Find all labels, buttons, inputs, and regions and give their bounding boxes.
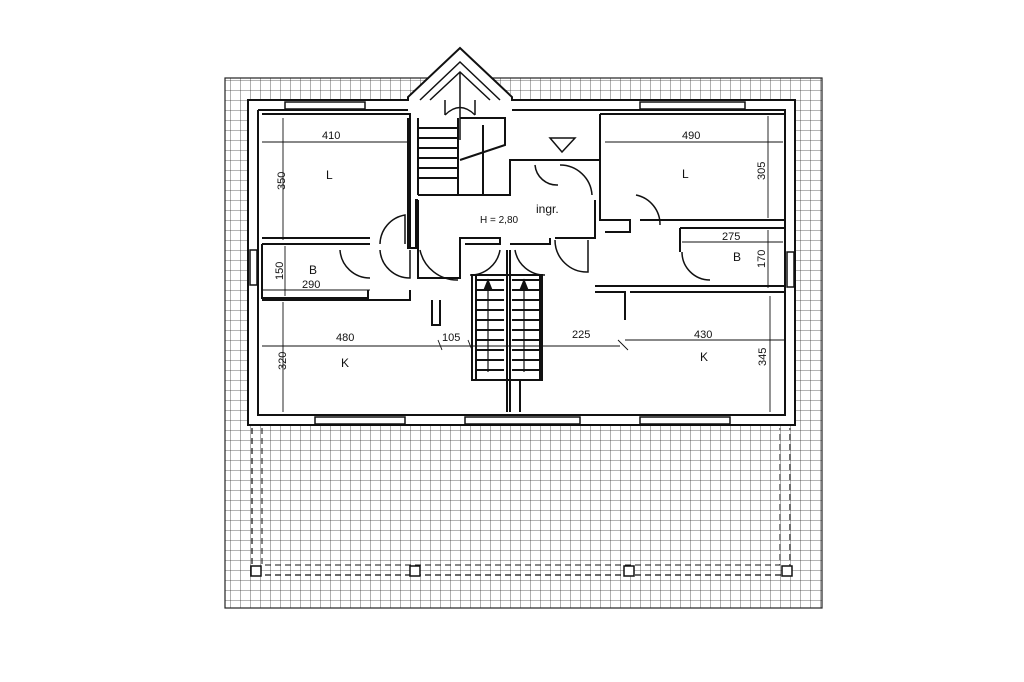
dim-290: 290 bbox=[302, 279, 320, 291]
room-label-kitchen-left: K bbox=[341, 356, 349, 370]
room-label-kitchen-right: K bbox=[700, 350, 708, 364]
dim-345: 345 bbox=[757, 348, 769, 366]
stair-arrow-icon bbox=[483, 278, 529, 372]
dim-430: 430 bbox=[694, 329, 712, 341]
room-label-entrance: ingr. bbox=[536, 202, 559, 216]
dim-275: 275 bbox=[722, 231, 740, 243]
dim-305: 305 bbox=[756, 162, 768, 180]
ceiling-height-note: H = 2,80 bbox=[480, 215, 519, 226]
dim-480: 480 bbox=[336, 332, 354, 344]
dim-150: 150 bbox=[274, 262, 286, 280]
dim-490: 490 bbox=[682, 130, 700, 142]
dim-170: 170 bbox=[756, 250, 768, 268]
dim-350: 350 bbox=[276, 172, 288, 190]
dim-105: 105 bbox=[442, 332, 460, 344]
door-swings bbox=[339, 164, 711, 281]
windows bbox=[249, 101, 795, 425]
dim-320: 320 bbox=[277, 352, 289, 370]
pergola-outline bbox=[250, 428, 793, 577]
entrance-arrow-icon bbox=[548, 137, 577, 154]
dim-410: 410 bbox=[322, 130, 340, 142]
room-label-living-right: L bbox=[682, 167, 689, 181]
dimension-lines bbox=[262, 116, 785, 412]
room-label-bath-right: B bbox=[733, 250, 741, 264]
room-label-bath-left: B bbox=[309, 263, 317, 277]
dim-225: 225 bbox=[572, 329, 590, 341]
gable-bay bbox=[419, 60, 501, 140]
room-label-living-left: L bbox=[326, 168, 333, 182]
interior-walls bbox=[261, 113, 785, 412]
